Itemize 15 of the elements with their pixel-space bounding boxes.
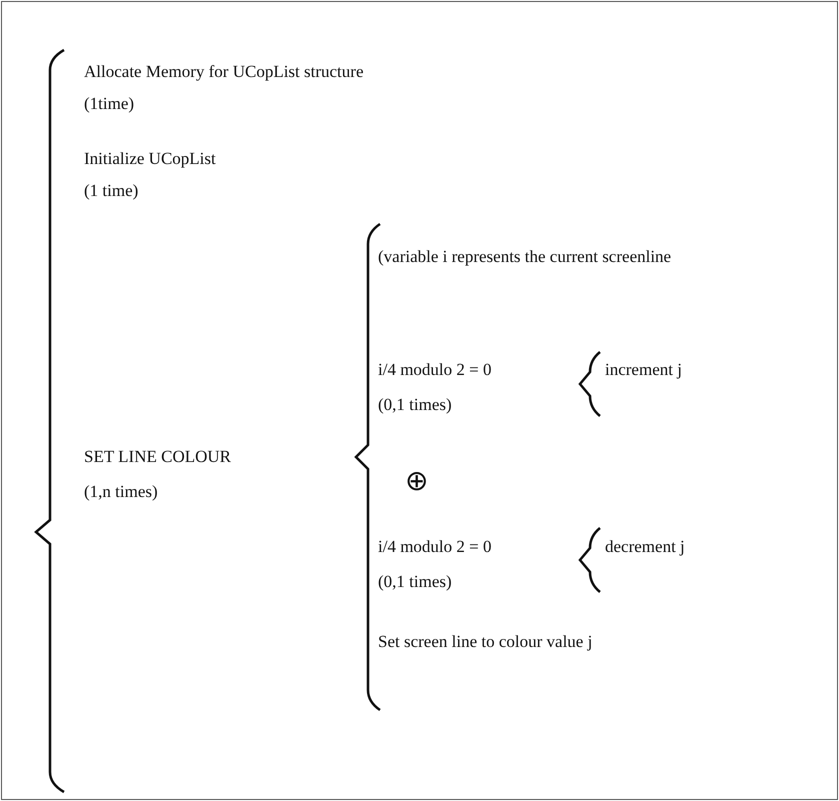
step-text: Initialize UCopList bbox=[84, 149, 216, 169]
comment-text: (variable i represents the current screenline bbox=[378, 247, 672, 267]
repetition-note: (0,1 times) bbox=[378, 395, 452, 415]
repetition-note: (1,n times) bbox=[84, 482, 158, 502]
condition-text: i/4 modulo 2 = 0 bbox=[378, 360, 492, 380]
action-text: decrement j bbox=[605, 537, 685, 557]
action-text: increment j bbox=[605, 360, 682, 380]
condition-text: i/4 modulo 2 = 0 bbox=[378, 537, 492, 557]
step-text: Set screen line to colour value j bbox=[378, 632, 592, 652]
step-text: Allocate Memory for UCopList structure bbox=[84, 62, 364, 82]
repetition-note: (1time) bbox=[84, 94, 134, 114]
repetition-note: (0,1 times) bbox=[378, 572, 452, 592]
step-text: SET LINE COLOUR bbox=[84, 447, 232, 467]
exclusive-or-symbol: ⊕ bbox=[405, 467, 428, 497]
repetition-note: (1 time) bbox=[84, 181, 138, 201]
